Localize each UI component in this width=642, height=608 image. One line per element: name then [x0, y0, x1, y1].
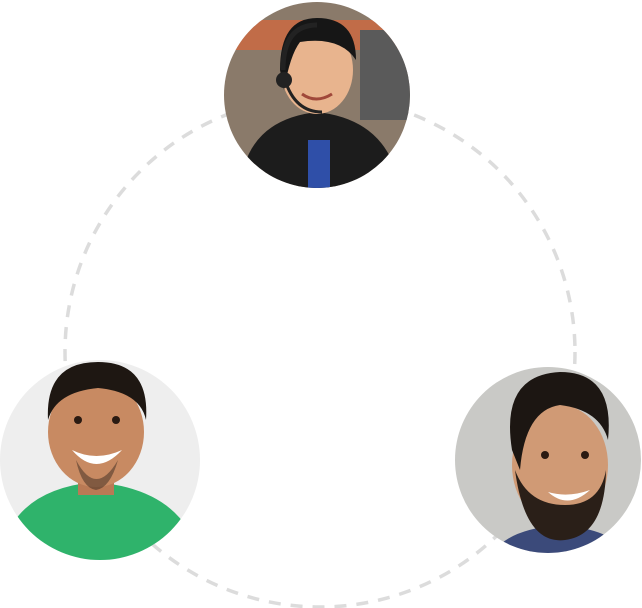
dashed-ring: [63, 95, 577, 608]
avatar-bottom-left: [0, 360, 200, 560]
avatar-top: [224, 2, 410, 188]
avatar-bottom-right: [455, 367, 641, 553]
